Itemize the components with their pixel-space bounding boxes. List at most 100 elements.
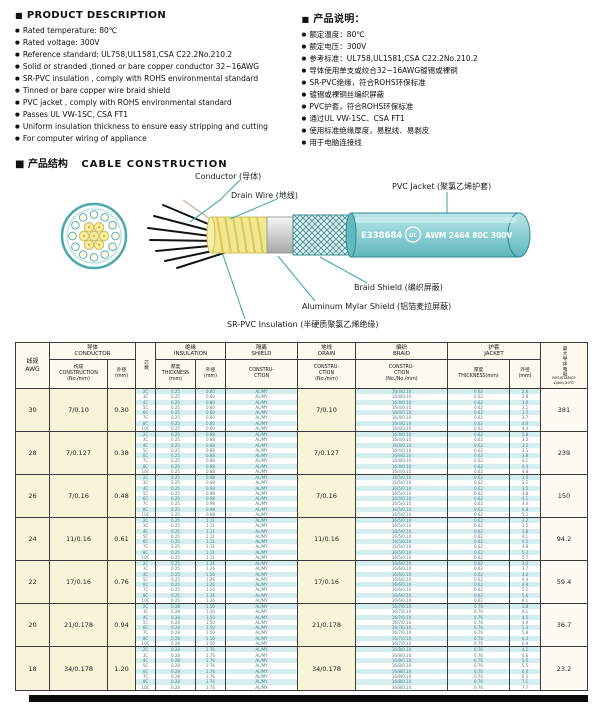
drain-construction-cell: 7/0.127: [298, 432, 356, 474]
stripe-line: 3.5: [510, 485, 540, 491]
stripe-line: AL/MY: [226, 399, 297, 405]
stripe-line: 16/4/0.10: [356, 453, 447, 459]
awg-cell: 30: [16, 389, 50, 431]
description-list-en: ●Rated temperature: 80℃●Rated voltage: 3…: [15, 25, 296, 145]
stripe-line: 5.2: [510, 511, 540, 517]
stripe-line: 10C: [136, 640, 155, 646]
construction-section-title: ■ 产品结构 CABLE CONSTRUCTION: [15, 155, 588, 170]
stripe-line: 5C: [136, 533, 155, 539]
stripe-line: AL/MY: [226, 544, 297, 550]
stripe-line: 16/7/0.10: [356, 614, 447, 620]
stripe-line: 3.2: [510, 404, 540, 410]
stripe-line: 2C: [136, 518, 155, 524]
stripe-line: 0.88: [196, 447, 225, 453]
stripe-line: 8C: [136, 420, 155, 426]
stripe-line: 4.8: [510, 468, 540, 474]
stripe-line: 0.25: [156, 415, 195, 421]
description-item-cn: ●额定温度：80℃: [302, 29, 583, 41]
jacket-thickness-header-cn: 厚度: [473, 368, 484, 374]
stripe-line: 4.1: [510, 496, 540, 502]
stripe-line: 0.28: [156, 684, 195, 690]
stripe-line: 0.28: [156, 619, 195, 625]
awg-cell: 24: [16, 518, 50, 560]
stripe-line: 2.8: [510, 432, 540, 438]
insulation-header-en: INSULATION: [173, 351, 208, 357]
conductor-construction-cell: 7/0.10: [50, 389, 108, 431]
stripe-line: 0.62: [448, 468, 509, 474]
stripe-line: 6C: [136, 625, 155, 631]
stripe-line: 0.80: [196, 399, 225, 405]
cable-construction-diagram: E338684 UL AWM 2464 80C 300V Conductor (…: [15, 170, 588, 340]
description-item-cn-text: 用于电脑连接线: [309, 138, 362, 147]
stripe-line: 16/4/0.10: [356, 432, 447, 438]
stripe-line: 7C: [136, 458, 155, 464]
description-item-en-text: Solid or stranded ,tinned or bare copper…: [22, 62, 260, 71]
description-item-en-text: Tinned or bare copper wire braid shield: [22, 86, 171, 95]
stripe-line: 0.25: [156, 485, 195, 491]
insulation-label: SR-PVC Insulation (半硬质聚氯乙烯绝缘): [227, 319, 379, 329]
description-item-en: ●Rated voltage: 300V: [15, 37, 296, 49]
insulation-thickness-header: 厚度 THICKNESS (mm): [156, 360, 196, 388]
od-header-cn: 外径: [116, 368, 127, 374]
square-marker-icon: ■: [15, 11, 23, 20]
stripe-line: 0.76: [448, 609, 509, 615]
stripe-line: 3C: [136, 480, 155, 486]
stripe-line: 16/6/0.10: [356, 582, 447, 588]
stripe-line: 3.8: [510, 490, 540, 496]
stripe-line: 16/6/0.10: [356, 566, 447, 572]
conductor-construction-cell: 11/0.16: [50, 518, 108, 560]
description-item-cn-text: 使用标准绝缘厚度，易脱线、易剥皮: [309, 126, 430, 135]
jacket-label: PVC Jacket (聚氯乙烯护套): [392, 181, 491, 191]
stripe-line: AL/MY: [226, 442, 297, 448]
stripe-line: 3.2: [510, 442, 540, 448]
stripe-line: 0.28: [156, 652, 195, 658]
description-item-en: ●Uniform insulation thickness to ensure …: [15, 121, 296, 133]
resistance-cell: 23.2: [541, 647, 587, 690]
stripe-line: 0.25: [156, 480, 195, 486]
conductor-group-header: 导体 CONDUCTOR: [50, 343, 135, 360]
stripe-line: 1.11: [196, 523, 225, 529]
stripe-line: 16/5/0.10: [356, 528, 447, 534]
stripe-line: 4.1: [510, 533, 540, 539]
description-item-en-text: Passes UL VW-1SC, CSA FT1: [22, 110, 129, 119]
stripe-line: 0.25: [156, 544, 195, 550]
bullet-icon: ●: [15, 64, 20, 70]
conductor-od-cell: 0.61: [108, 518, 136, 560]
stripe-line: 5.2: [510, 549, 540, 555]
stripe-line: 0.62: [448, 539, 509, 545]
stripe-line: AL/MY: [226, 485, 297, 491]
stripe-line: 0.62: [448, 425, 509, 431]
shield-constru-line2: CTION: [253, 374, 270, 379]
stripe-line: 0.76: [448, 647, 509, 653]
shield-constru-line1: CONSTRU-: [248, 368, 275, 374]
stripe-line: 0.98: [196, 506, 225, 512]
stripe-line: 0.80: [196, 394, 225, 400]
stripe-line: 0.62: [448, 410, 509, 416]
description-list-cn: ●额定温度：80℃●额定电压：300V●参考标准：UL758,UL1581,CS…: [302, 29, 583, 149]
stripe-line: 4.5: [510, 539, 540, 545]
stripe-line: 4C: [136, 442, 155, 448]
stripe-line: 5.5: [510, 663, 540, 669]
braid-constru-line1: CONSTRU-: [388, 365, 415, 371]
stripe-line: 3.0: [510, 475, 540, 481]
stripe-line: 1.50: [196, 609, 225, 615]
stripe-line: 0.28: [156, 679, 195, 685]
conductor-od-cell: 0.30: [108, 389, 136, 431]
stripe-line: 0.62: [448, 389, 509, 395]
bullet-icon: ●: [301, 80, 307, 86]
stripe-line: 0.80: [196, 389, 225, 395]
braid-callout-line: [319, 256, 368, 284]
stripe-line: 3.5: [510, 447, 540, 453]
stripe-line: 7C: [136, 673, 155, 680]
stripe-line: 1.76: [196, 679, 225, 685]
